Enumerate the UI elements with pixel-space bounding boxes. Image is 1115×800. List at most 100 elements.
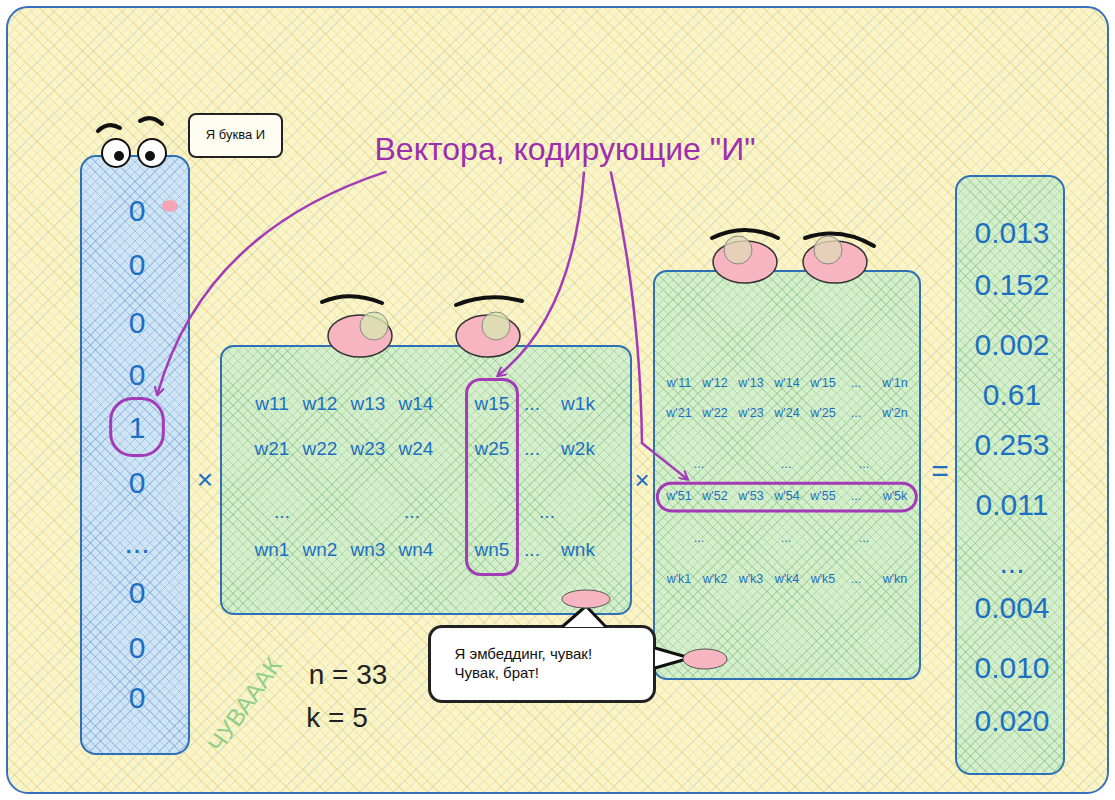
vector-value: 0 xyxy=(129,306,146,339)
matrix-cell: w'11 xyxy=(667,377,691,391)
dimension-note: n = 33 xyxy=(309,660,388,691)
matrix-cell: w'kn xyxy=(883,573,908,587)
matrix-cell: w'k2 xyxy=(703,573,728,587)
vector-value: 0.020 xyxy=(974,704,1049,737)
matrix-cell: ... xyxy=(694,458,704,472)
matrix-cell: w'15 xyxy=(810,377,835,391)
input-vector: 0 0 0 0 1 0... 0 0 0 xyxy=(80,155,190,755)
matrix-cell: w'25 xyxy=(810,407,835,421)
vector-value: 0.013 xyxy=(974,216,1049,249)
matrix-cell: ... xyxy=(539,502,555,523)
matrix-cell: ... xyxy=(851,573,861,587)
speech-bubble: Я эмбеддинг, чувак! Чувак, брат! xyxy=(428,625,656,703)
output-vector: 0.013 0.152 0.002 0.61 0.253 0.011... 0.004 0.0… xyxy=(955,175,1065,775)
matrix-cell: w'21 xyxy=(666,407,691,421)
vector-value: 0.253 xyxy=(974,428,1049,461)
matrix-cell: ... xyxy=(404,502,420,523)
matrix-cell: w'55 xyxy=(810,490,835,504)
matrix-cell: w'24 xyxy=(774,407,799,421)
highlight-circle xyxy=(111,399,164,456)
matrix-cell: w'54 xyxy=(774,490,799,504)
matrix-cell: ... xyxy=(781,458,791,472)
matrix-cell: w15 xyxy=(475,394,510,415)
matrix-cell: w22 xyxy=(303,439,338,460)
row-highlight xyxy=(657,483,916,511)
matrix-cell: wn5 xyxy=(475,540,510,561)
vector-value: 1 xyxy=(129,411,146,444)
matrix-cell: w'14 xyxy=(774,377,799,391)
matrix-cell: wn2 xyxy=(303,540,338,561)
vector-value: 0 xyxy=(129,681,146,714)
column-highlight xyxy=(467,380,518,575)
speech-bubble: Я буква И xyxy=(188,113,283,158)
matrix-cell: w'5k xyxy=(883,490,908,504)
pointer-arrow xyxy=(498,172,584,376)
matrix-cell: w24 xyxy=(399,439,434,460)
vector-value: 0.011 xyxy=(976,488,1049,521)
matrix-cell: w'k3 xyxy=(739,573,764,587)
vector-value: 0.61 xyxy=(983,378,1041,411)
matrix-cell: wn1 xyxy=(255,540,290,561)
matrix-cell: ... xyxy=(694,532,704,546)
matrix-cell: w'13 xyxy=(738,377,763,391)
matrix-cell: ... xyxy=(859,458,869,472)
vector-value: 0 xyxy=(129,466,146,499)
bubble-text: Я эмбеддинг, чувак! Чувак, брат! xyxy=(455,645,630,683)
matrix-cell: w'53 xyxy=(738,490,763,504)
dimension-note: k = 5 xyxy=(306,703,367,734)
matrix-cell: w'k4 xyxy=(775,573,800,587)
weight-matrix: w11 w12 w13 w14 w15... w1k w21 w22 w23 w24 w25... w… xyxy=(220,345,632,615)
multiply-sign: × xyxy=(197,465,213,496)
matrix-cell: w'k1 xyxy=(667,573,692,587)
matrix-cell: ... xyxy=(781,532,791,546)
vector-value: 0.152 xyxy=(974,268,1049,301)
equals-sign: = xyxy=(931,454,949,487)
vector-value: 0.010 xyxy=(974,651,1049,684)
matrix-cell: wn3 xyxy=(351,540,386,561)
vector-value: ... xyxy=(999,546,1024,579)
vector-value: 0 xyxy=(129,248,146,281)
bubble-text: Я буква И xyxy=(206,127,265,143)
vector-value: 0.002 xyxy=(974,328,1049,361)
matrix-cell: ... xyxy=(859,532,869,546)
matrix-cell: wnk xyxy=(561,540,595,561)
matrix-cell: w'k5 xyxy=(811,573,836,587)
matrix-cell: w'12 xyxy=(702,377,727,391)
multiply-sign: × xyxy=(634,466,649,495)
matrix-cell: wn4 xyxy=(399,540,434,561)
matrix-cell: w'52 xyxy=(702,490,727,504)
vector-value: 0 xyxy=(129,576,146,609)
vector-value: 0 xyxy=(129,358,146,391)
matrix-cell: w1k xyxy=(561,394,595,415)
vector-value: 0.004 xyxy=(974,591,1049,624)
matrix-cell: ... xyxy=(851,407,861,421)
matrix-cell: ... xyxy=(274,502,290,523)
matrix-cell: w21 xyxy=(255,439,290,460)
matrix-cell: w'22 xyxy=(702,407,727,421)
matrix-cell: w12 xyxy=(303,394,338,415)
pointer-arrow xyxy=(611,172,688,480)
matrix-cell: w11 xyxy=(255,394,288,415)
matrix-cell: ... xyxy=(524,439,540,460)
second-matrix: w'11 w'12 w'13 w'14 w'15... w'1n w'21 w'22 w'23 w… xyxy=(653,270,921,680)
matrix-cell: w14 xyxy=(399,394,434,415)
pointer-arrow xyxy=(157,172,386,395)
matrix-cell: ... xyxy=(524,394,540,415)
vector-value: 0 xyxy=(129,631,146,664)
vector-value: ... xyxy=(124,526,149,559)
matrix-cell: w'23 xyxy=(738,407,763,421)
matrix-cell: w2k xyxy=(561,439,595,460)
vector-value: 0 xyxy=(129,194,146,227)
matrix-cell: w25 xyxy=(475,439,510,460)
matrix-cell: w'1n xyxy=(882,377,907,391)
matrix-cell: w23 xyxy=(351,439,386,460)
matrix-cell: ... xyxy=(851,490,861,504)
matrix-cell: w'51 xyxy=(666,490,691,504)
diagram-title: Вектора, кодирующие "И" xyxy=(374,132,755,167)
matrix-cell: w13 xyxy=(351,394,386,415)
matrix-cell: w'2n xyxy=(882,407,907,421)
matrix-cell: ... xyxy=(524,540,540,561)
matrix-cell: ... xyxy=(851,377,861,391)
